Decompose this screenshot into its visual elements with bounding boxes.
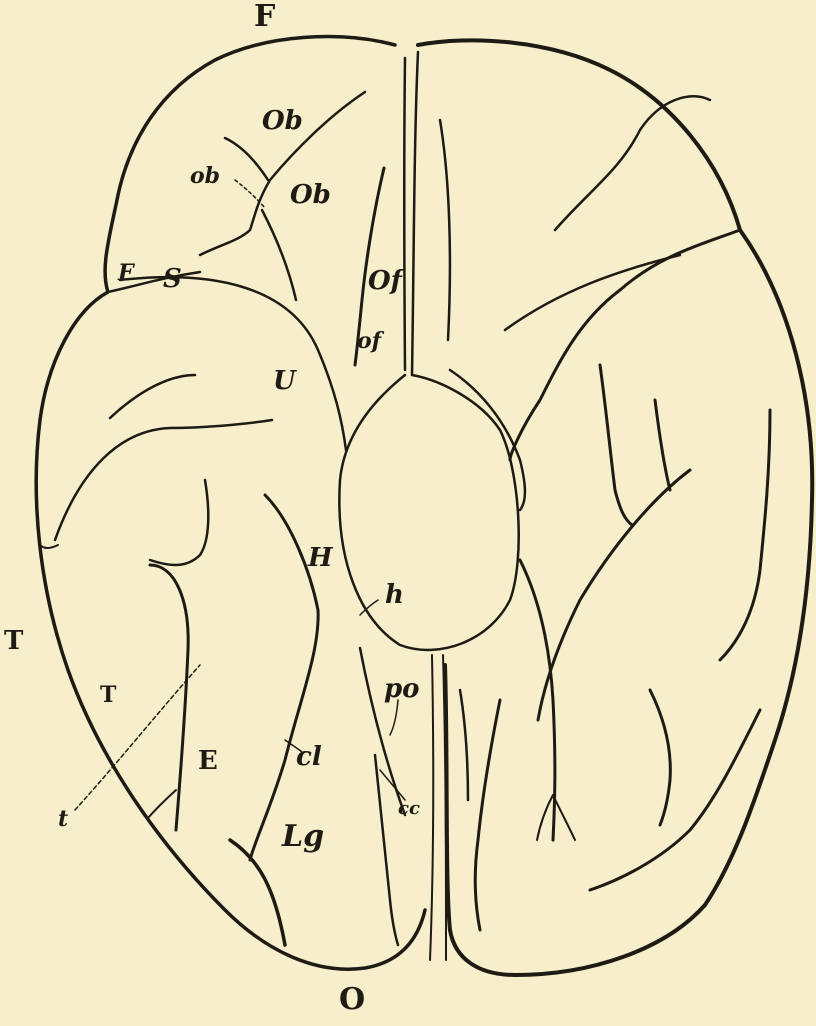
- label-frontal-side: F: [118, 262, 134, 284]
- right-posterior-sulcus: [590, 710, 760, 890]
- po-pointer: [390, 700, 398, 735]
- right-temporal-sulcus-3: [720, 410, 770, 660]
- label-temporal-inner: T: [100, 684, 116, 706]
- label-calcarine: cc: [398, 800, 420, 818]
- label-orbital-lobule-upper: Ob: [262, 108, 303, 134]
- label-sylvian: S: [163, 266, 182, 292]
- right-fork-1: [553, 795, 575, 840]
- label-hippocampal-gyrus: H: [308, 545, 333, 571]
- temporal-small-branch: [148, 790, 176, 818]
- collateral-lateral-sulcus: [150, 565, 188, 830]
- label-lingual: Lg: [282, 822, 324, 852]
- right-collateral: [520, 560, 555, 840]
- label-parieto-occipital: po: [384, 676, 420, 702]
- lingual-lower-sulcus: [230, 840, 285, 945]
- temporal-sulcus-inner: [150, 480, 208, 565]
- longitudinal-fissure-right: [412, 52, 418, 375]
- label-uncinate: U: [273, 368, 296, 394]
- label-orbital-lobule-lower: Ob: [290, 182, 331, 208]
- longitudinal-fissure-left: [404, 58, 405, 370]
- right-temporal-sulcus-1: [600, 365, 632, 525]
- right-lingual: [475, 700, 500, 930]
- temporal-sulcus-mid: [55, 420, 272, 540]
- right-orbital-sulcus: [440, 120, 450, 340]
- label-t: t: [58, 808, 68, 830]
- right-sylvian: [510, 230, 740, 460]
- label-E: E: [198, 748, 218, 774]
- t-pointer-line: [75, 665, 200, 810]
- right-frontal-sulcus-2: [450, 370, 525, 510]
- right-orbital-curve: [555, 96, 710, 230]
- label-frontal-top: F: [254, 2, 275, 32]
- label-olfactory-gyrus: Of: [368, 268, 402, 294]
- label-collateral: cl: [296, 744, 322, 770]
- label-h: h: [385, 582, 404, 608]
- left-hemisphere-outline: [36, 37, 425, 970]
- label-olfactory-bulb: ob: [190, 165, 220, 187]
- temporal-notch: [40, 545, 58, 548]
- right-occipital-sulcus: [650, 690, 670, 825]
- right-hippocampal: [460, 690, 468, 800]
- temporal-sulcus-upper: [110, 375, 195, 418]
- label-temporal-side: T: [4, 628, 23, 654]
- right-temporal-long: [538, 470, 690, 720]
- right-temporal-sulcus-2: [655, 400, 670, 490]
- right-fork-2: [537, 795, 553, 840]
- label-olfactory-sulcus: of: [357, 330, 381, 352]
- orbital-sulcus-branch-down: [262, 210, 296, 300]
- label-occipital-bottom: O: [339, 985, 365, 1015]
- orbital-sulcus-branch-up: [225, 138, 268, 180]
- olfactory-pointer-line: [235, 180, 265, 208]
- posterior-fissure-left: [430, 655, 433, 960]
